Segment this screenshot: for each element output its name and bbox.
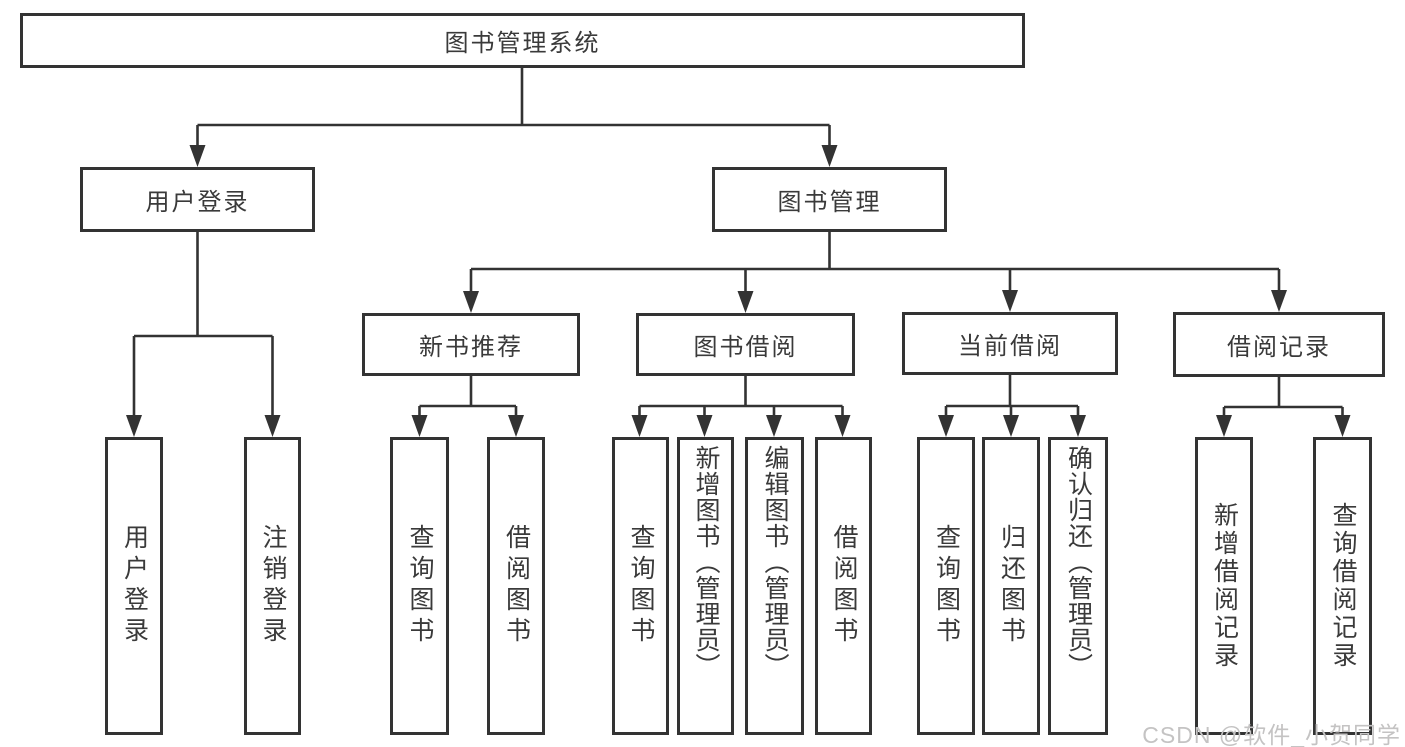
node-label: 当前借阅 — [958, 333, 1062, 360]
node-current-borrowing: 当前借阅 — [902, 312, 1118, 375]
node-book-management: 图书管理 — [712, 167, 947, 232]
node-new-book-recommend: 新书推荐 — [362, 313, 580, 376]
node-label: 借阅图书 — [830, 524, 858, 648]
arrowhead-icons — [126, 145, 1351, 437]
node-label: 查询图书 — [627, 524, 655, 648]
node-add-book-admin: 新增图书（管理员） — [677, 437, 734, 735]
node-label: 查询图书 — [406, 524, 434, 648]
node-confirm-return-admin: 确认归还（管理员） — [1048, 437, 1108, 735]
node-label: 编辑图书（管理员） — [761, 445, 789, 679]
node-edit-book-admin: 编辑图书（管理员） — [745, 437, 804, 735]
node-book-borrowing: 图书借阅 — [636, 313, 855, 376]
node-label: 借阅图书 — [502, 524, 531, 648]
node-user-login: 用户登录 — [80, 167, 315, 232]
connector-segments — [132, 68, 1344, 423]
node-user-login-leaf: 用户登录 — [105, 437, 163, 735]
node-label: 查询借阅记录 — [1329, 502, 1357, 670]
node-label: 图书管理系统 — [444, 30, 601, 57]
node-label: 新增借阅记录 — [1210, 502, 1239, 670]
node-label: 图书管理 — [777, 189, 882, 216]
node-query-book: 查询图书 — [917, 437, 975, 735]
node-query-book: 查询图书 — [390, 437, 449, 735]
node-label: 用户登录 — [120, 524, 149, 648]
node-label: 新增图书（管理员） — [692, 445, 720, 679]
node-logout: 注销登录 — [244, 437, 301, 735]
node-label: 借阅记录 — [1227, 334, 1331, 361]
node-borrow-book: 借阅图书 — [487, 437, 545, 735]
node-borrow-book: 借阅图书 — [815, 437, 872, 735]
node-label: 图书借阅 — [693, 334, 798, 361]
node-label: 查询图书 — [932, 524, 961, 648]
csdn-watermark: CSDN @软件_小贺同学 — [1142, 722, 1401, 747]
node-query-book: 查询图书 — [612, 437, 669, 735]
node-label: 新书推荐 — [419, 334, 523, 361]
node-borrowing-records: 借阅记录 — [1173, 312, 1385, 377]
node-label: 注销登录 — [259, 524, 287, 648]
node-label: 归还图书 — [997, 524, 1026, 648]
node-library-management-system: 图书管理系统 — [20, 13, 1025, 68]
node-return-book: 归还图书 — [982, 437, 1040, 735]
node-label: 确认归还（管理员） — [1064, 445, 1093, 679]
node-label: 用户登录 — [145, 189, 250, 216]
node-add-borrow-record: 新增借阅记录 — [1195, 437, 1253, 735]
node-query-borrow-record: 查询借阅记录 — [1313, 437, 1372, 735]
